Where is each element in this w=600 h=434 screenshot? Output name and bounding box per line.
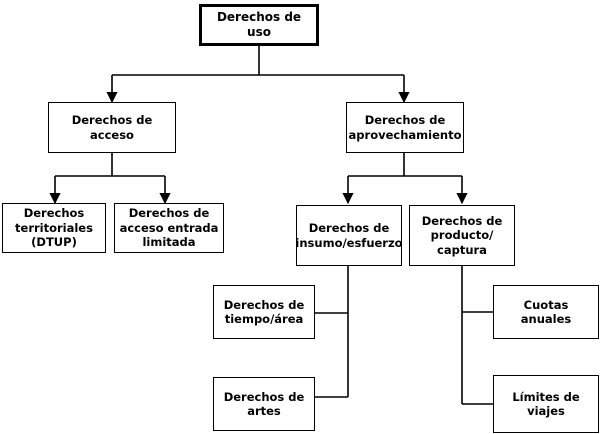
input-effort-rights-node: Derechos de insumo/esfuerzo — [295, 205, 403, 266]
output-catch-rights-node: Derechos de producto/ captura — [409, 205, 515, 266]
root-node: Derechos de uso — [199, 4, 319, 46]
access-rights-node: Derechos de acceso — [48, 102, 176, 153]
limited-entry-rights-node: Derechos de acceso entrada limitada — [114, 203, 224, 253]
exploitation-rights-node: Derechos de aprovechamiento — [346, 102, 464, 153]
time-area-rights-node: Derechos de tiempo/área — [213, 285, 315, 339]
territorial-rights-node: Derechos territoriales (DTUP) — [2, 203, 106, 253]
annual-quotas-node: Cuotas anuales — [493, 285, 599, 339]
gear-rights-node: Derechos de artes — [213, 377, 315, 431]
trip-limits-node: Límites de viajes — [493, 375, 599, 433]
